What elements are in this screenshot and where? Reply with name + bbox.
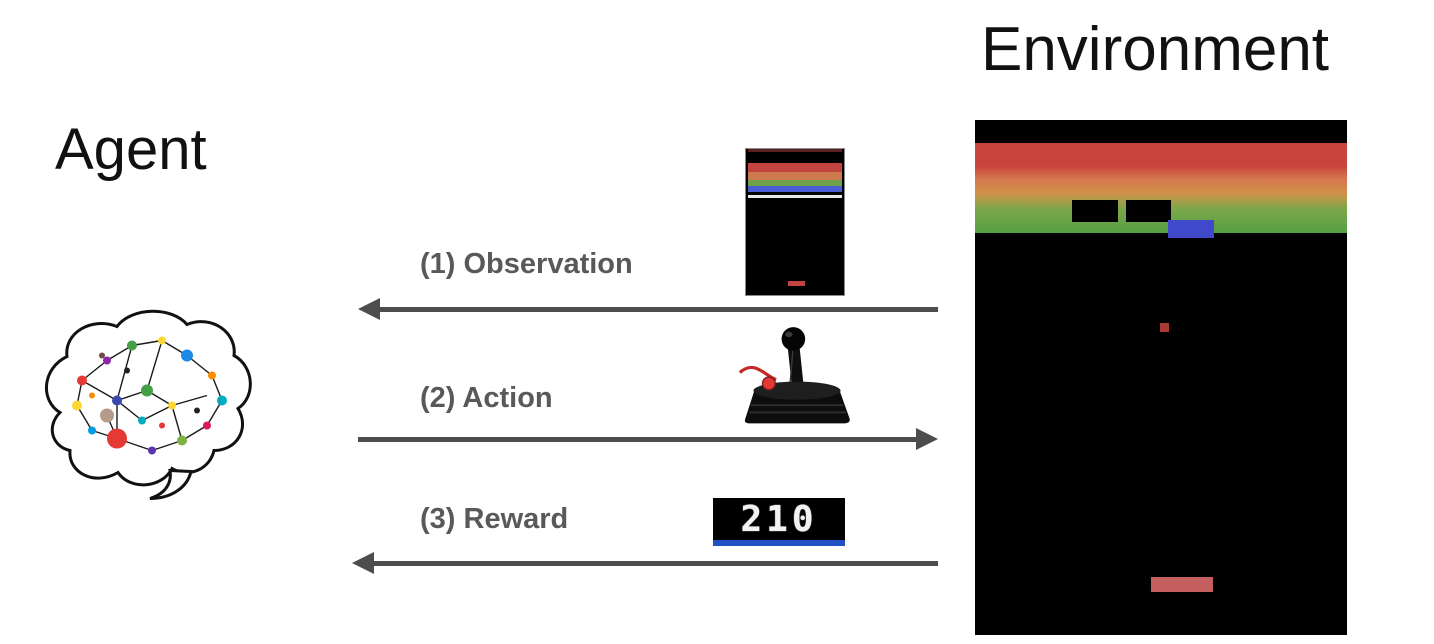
brick-gap [1126,200,1171,222]
mini-paddle [788,281,805,286]
brain-outline [45,309,252,487]
paddle [1151,577,1213,592]
observation-arrow [358,298,938,320]
score-value: 210 [740,498,818,540]
reward-label: (3) Reward [420,503,569,535]
brain-stem [149,468,193,500]
score-display: 210 [713,498,845,546]
environment-title: Environment [980,15,1330,84]
observation-thumbnail [745,148,845,296]
joystick-icon [738,325,856,430]
arrowhead-right-icon [916,428,938,450]
action-label: (2) Action [420,382,553,414]
brick-gap [1072,200,1118,222]
brain-icon [22,298,262,513]
ball [1160,323,1169,332]
reward-arrow [352,552,938,574]
blue-brick [1168,220,1214,238]
observation-label: (1) Observation [420,248,633,280]
environment-screen [975,120,1347,635]
arrowhead-left-icon [352,552,374,574]
arrowhead-left-icon [358,298,380,320]
action-arrow [358,428,938,450]
agent-title: Agent [55,117,207,182]
